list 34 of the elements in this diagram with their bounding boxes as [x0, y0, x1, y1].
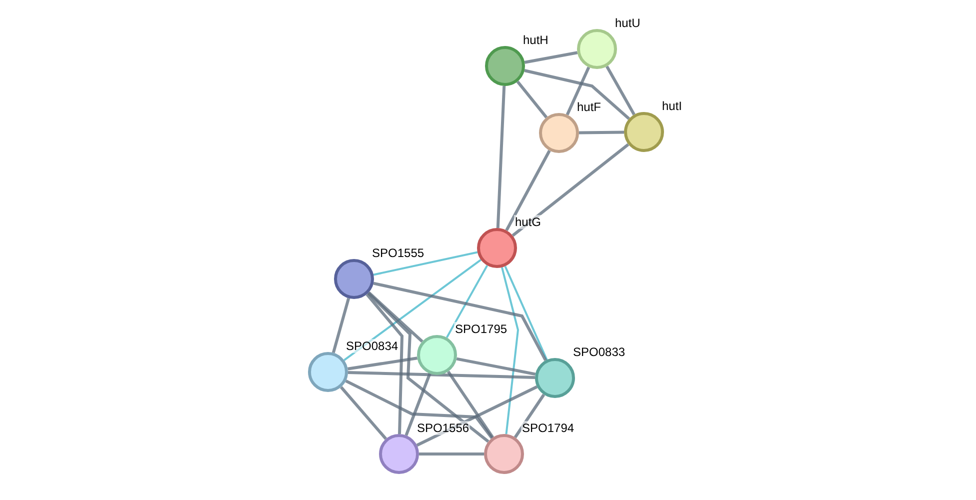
interaction-line: [566, 66, 590, 116]
interaction-line: [348, 356, 418, 370]
interaction-line: [514, 394, 546, 438]
node-label: hutU: [614, 16, 642, 30]
interaction-line: [373, 251, 478, 276]
interaction-line: [524, 51, 578, 64]
interaction-line: [524, 69, 630, 120]
node-label: SPO0833: [572, 345, 626, 359]
interaction-line: [496, 86, 506, 228]
interaction-line: [344, 259, 482, 361]
node-label: hutG: [514, 215, 542, 229]
interaction-line: [504, 266, 548, 360]
node-label: hutF: [576, 100, 602, 114]
node-label: SPO0834: [345, 339, 400, 353]
interaction-line: [419, 452, 484, 456]
interaction-line: [501, 267, 520, 434]
node-label: SPO1794: [521, 421, 576, 435]
interaction-line: [367, 292, 490, 443]
node-label: hutH: [522, 33, 550, 47]
interaction-line: [368, 291, 424, 343]
node-label: hutI: [661, 99, 684, 113]
interaction-line: [516, 80, 548, 118]
node-label: SPO1555: [371, 246, 426, 260]
interaction-line: [348, 371, 536, 379]
interaction-line: [512, 143, 630, 237]
interaction-line: [446, 370, 494, 438]
node-label: SPO1556: [416, 421, 470, 435]
interaction-line: [456, 357, 536, 376]
interaction-line: [404, 373, 432, 436]
interaction-line: [340, 386, 388, 440]
node-label: SPO1795: [454, 322, 508, 336]
interaction-line: [578, 130, 624, 134]
interaction-line: [366, 293, 404, 434]
interaction-line: [332, 298, 350, 354]
